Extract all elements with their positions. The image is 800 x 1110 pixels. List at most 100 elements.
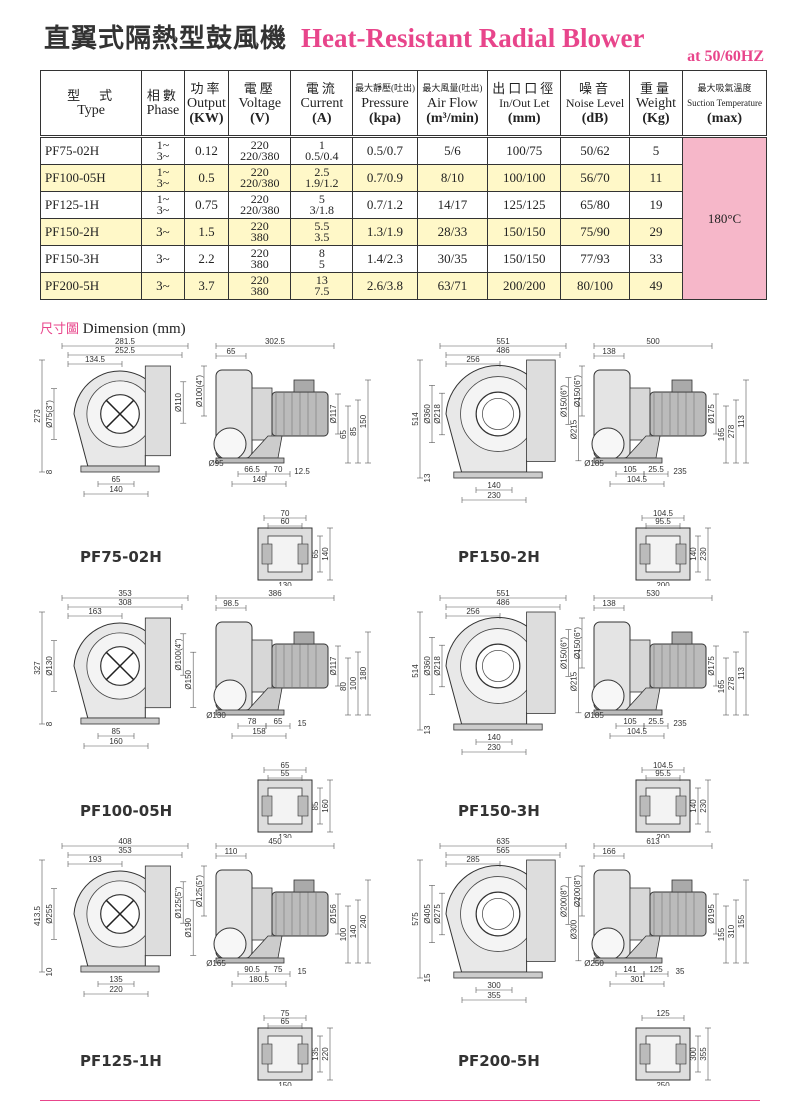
dimension-label: 65 (112, 475, 121, 484)
header-unit: (mm) (507, 110, 541, 126)
dimension-label: 140 (109, 485, 123, 494)
dimension-label: 165 (717, 679, 726, 693)
motor-flange (629, 387, 651, 441)
dimension-label: 135 (311, 1047, 320, 1061)
motor-flange (251, 387, 273, 441)
base-plate (80, 717, 160, 725)
dimension-label: Ø125(5") (195, 875, 204, 908)
dimension-label: 300 (689, 1047, 698, 1061)
dimension-label: 165 (717, 427, 726, 441)
dimension-label: 65 (311, 549, 320, 558)
base-plate (80, 465, 160, 473)
dimension-label: Ø150(6") (573, 627, 582, 660)
dimension-label: 163 (88, 607, 102, 616)
model-label: PF125-1H (80, 1052, 162, 1070)
outlet-duct (144, 617, 172, 709)
base-cutout (267, 1035, 303, 1073)
inlet-flange (591, 427, 625, 461)
cell-pressure: 0.7/1.2 (352, 191, 418, 219)
base-slot (639, 543, 651, 565)
dimension-label: 66.5 (244, 465, 260, 474)
dimension-label: 138 (602, 599, 616, 608)
base-slot (297, 543, 309, 565)
inlet-diameter: Ø95 (208, 459, 224, 468)
dimension-label: 353 (118, 589, 132, 598)
dimension-label: 273 (33, 409, 42, 423)
cell-output: 0.5 (183, 164, 230, 192)
dimension-label: 278 (727, 424, 736, 438)
dimension-label: 230 (487, 743, 501, 752)
model-label: PF150-2H (458, 548, 540, 566)
dimension-label: 104.5 (653, 761, 674, 770)
dimension-label: 386 (268, 589, 282, 598)
dimension-label: Ø255 (45, 904, 54, 924)
dimension-label: 65 (281, 761, 290, 770)
dimension-label: 140 (487, 733, 501, 742)
header-en: Phase (146, 103, 180, 118)
dimension-label: 220 (321, 1047, 330, 1061)
dimension-label: 149 (252, 475, 266, 484)
inlet-flange (591, 927, 625, 961)
cell-phase: 1~3~ (141, 164, 185, 192)
page-title: 直翼式隔熱型鼓風機 Heat-Resistant Radial Blower (44, 18, 644, 55)
motor-flange (629, 639, 651, 693)
inlet-diameter: Ø130 (206, 711, 226, 720)
inlet-diameter: Ø165 (206, 959, 226, 968)
header-zh: 電壓 (243, 80, 276, 96)
dimension-label: 250 (656, 1081, 670, 1086)
dimension-label: Ø175 (707, 656, 716, 676)
cell-noise: 56/70 (560, 164, 630, 192)
dimension-label: 235 (673, 467, 687, 476)
cell-noise: 77/93 (560, 245, 630, 273)
base-plate (453, 723, 543, 731)
cell-noise: 50/62 (560, 136, 630, 165)
dimension-label: 65 (227, 347, 236, 356)
dimension-label: 15 (423, 973, 432, 982)
dimension-label: 635 (496, 837, 510, 846)
dimension-label: 80 (339, 682, 348, 691)
dimension-label: Ø150(6") (559, 637, 568, 670)
dimension-label: 125 (649, 965, 663, 974)
dimension-label: Ø218 (433, 404, 442, 424)
base-cutout (645, 1035, 681, 1073)
dimension-label: 130 (278, 581, 292, 586)
title-english: Heat-Resistant Radial Blower (301, 23, 645, 53)
header-en: Voltage (238, 95, 282, 111)
base-cutout (645, 535, 681, 573)
outlet-duct (526, 359, 556, 462)
header-en: Pressure (361, 95, 409, 111)
dimension-label: 310 (727, 924, 736, 938)
dimension-label: 514 (411, 412, 420, 426)
header-unit: (Kg) (642, 110, 670, 126)
base-slot (639, 795, 651, 817)
dimension-label: Ø156 (329, 904, 338, 924)
dimension-label: 252.5 (115, 346, 136, 355)
dimension-label: Ø150(6") (573, 375, 582, 408)
dimension-label: 200 (656, 581, 670, 586)
dimension-label: 95.5 (655, 517, 671, 526)
cell-phase: 3~ (141, 245, 185, 273)
dimension-label: 75 (281, 1009, 290, 1018)
dimension-label: 104.5 (653, 509, 674, 518)
dimension-label: 278 (727, 676, 736, 690)
